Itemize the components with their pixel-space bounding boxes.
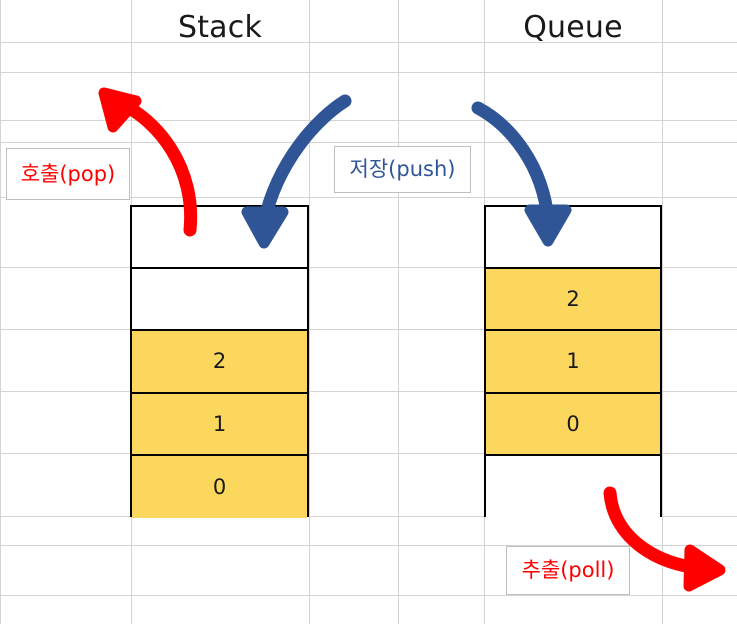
gridline-horizontal [0,142,737,143]
gridline-horizontal [0,120,737,121]
gridline-horizontal [0,72,737,73]
queue-cell-3[interactable]: 0 [486,393,660,456]
gridline-vertical [309,0,310,624]
gridline-vertical [662,0,663,624]
stack-title: Stack [177,10,263,45]
queue-cell-4[interactable] [486,455,660,518]
queue-title: Queue [523,10,623,45]
stack-cell-1[interactable] [132,269,307,332]
pop-label[interactable]: 호출(pop) [6,148,130,200]
push-label[interactable]: 저장(push) [334,146,471,193]
poll-label[interactable]: 추출(poll) [506,546,630,595]
queue-table: 2 1 0 [484,205,662,518]
queue-cell-1[interactable]: 2 [486,269,660,332]
gridline-vertical [0,0,1,624]
gridline-horizontal [0,595,737,596]
queue-cell-0[interactable] [486,207,660,270]
stack-cell-0[interactable] [132,207,307,270]
stack-table: 2 1 0 [130,205,309,518]
queue-cell-2[interactable]: 1 [486,331,660,394]
stack-cell-2[interactable]: 2 [132,331,307,394]
stack-cell-4[interactable]: 0 [132,455,307,518]
stack-cell-3[interactable]: 1 [132,393,307,456]
gridline-vertical [398,0,399,624]
